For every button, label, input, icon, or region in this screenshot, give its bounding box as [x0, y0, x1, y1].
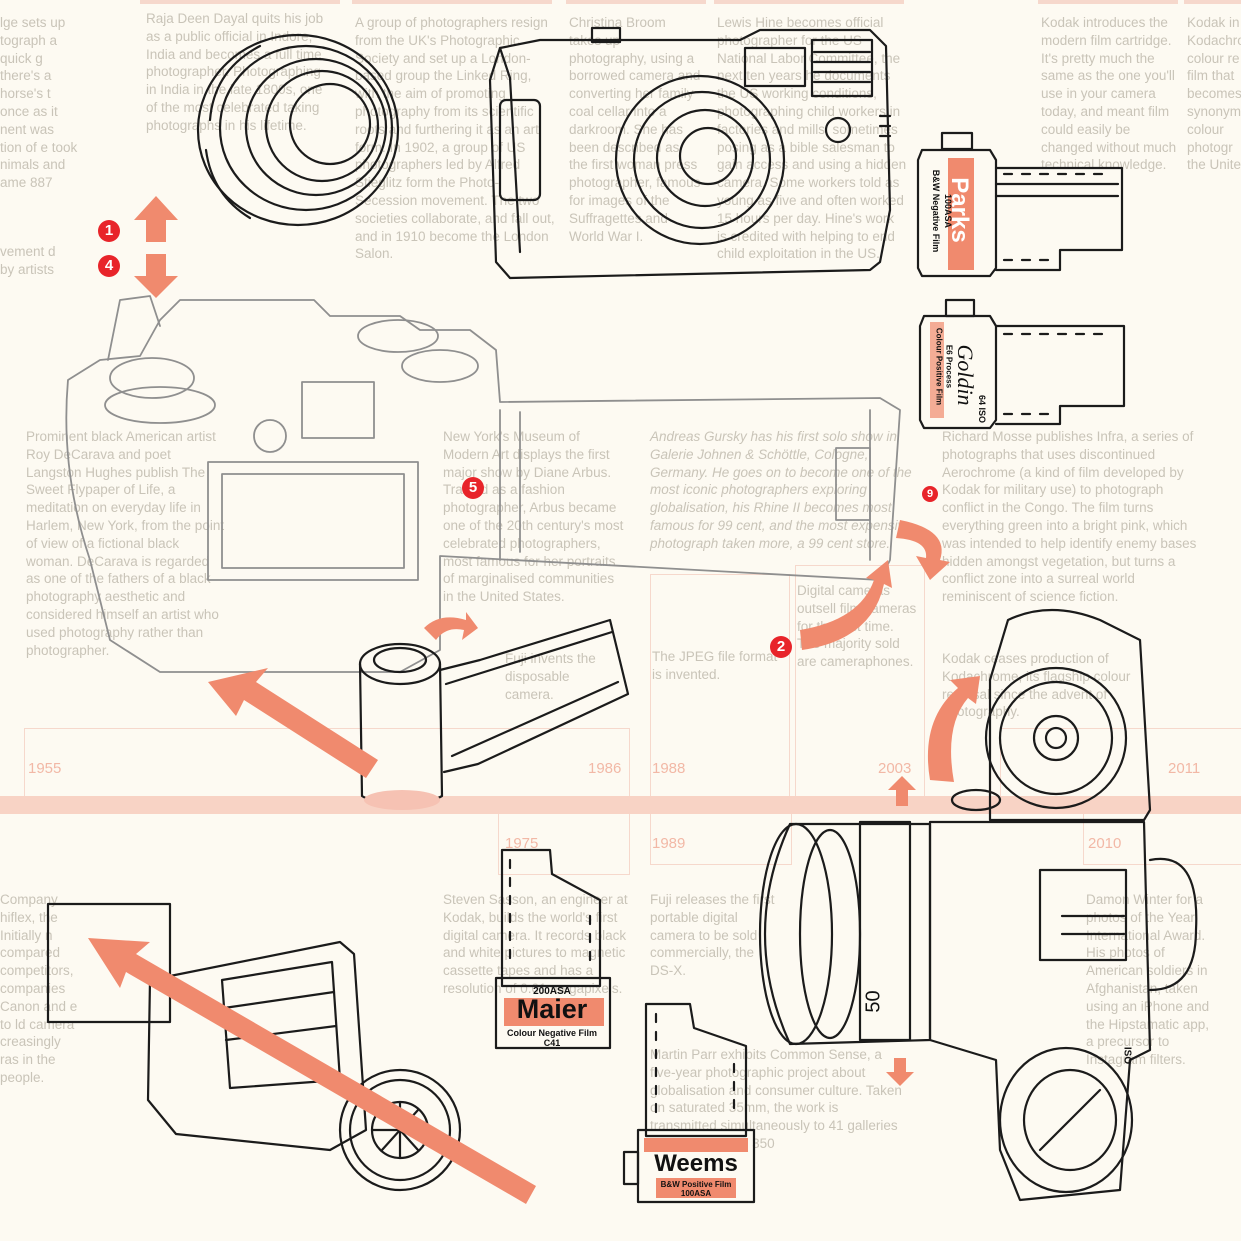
iso-dial-label: ISO: [1121, 1046, 1133, 1065]
goldin-film-canister: [918, 298, 1126, 430]
top-rule: [140, 0, 340, 4]
top-rule: [1184, 0, 1241, 4]
timeline-box: [1000, 728, 1241, 797]
year-label: 1955: [28, 760, 62, 777]
rotate-icon: [424, 612, 478, 640]
maier-process: C41: [543, 1038, 561, 1048]
parks-film-canister: [916, 131, 1124, 278]
weems-film-speed: 100ASA: [680, 1189, 712, 1198]
timeline-box: [795, 565, 925, 797]
timeline-entry: vement d by artists: [0, 244, 56, 277]
arrow-up-icon: [888, 776, 916, 806]
year-label: 1988: [652, 760, 686, 777]
arrow-diagonal-icon: [88, 938, 536, 1204]
goldin-film-type: Colour Positive Film: [934, 327, 944, 406]
timeline-box: [498, 814, 630, 875]
film-roll-drawing: [358, 618, 630, 810]
top-rule: [1038, 0, 1178, 4]
motion-arrows: [88, 196, 980, 1204]
top-rule: [714, 0, 904, 4]
maier-film-canister: [494, 848, 612, 1050]
year-label: 2010: [1088, 835, 1122, 852]
top-rule: [352, 0, 552, 4]
arrow-curve-icon: [896, 520, 950, 580]
rangefinder-camera-drawing: [758, 608, 1198, 1202]
timeline-entry: Damon Winter for a photos of the Year In…: [1086, 892, 1210, 1068]
parks-film-type: B&W Negative Film: [931, 169, 941, 253]
timeline-entry: Digital cameras outsell film cameras for…: [797, 583, 917, 670]
year-label: 1989: [652, 835, 686, 852]
step-marker-9: 9: [922, 486, 938, 502]
goldin-iso: 64 ISO: [977, 394, 987, 423]
step-marker-5: 5: [462, 477, 484, 499]
maier-brand-label: Maier: [516, 994, 588, 1024]
arrow-up-icon: [134, 196, 178, 242]
parks-film-speed: 100ASA: [943, 193, 953, 229]
timeline-entry: New York's Museum of Modern Art displays…: [443, 429, 624, 605]
step-marker-4: 4: [98, 255, 120, 277]
timeline-entry: Fuji invents the disposable camera.: [505, 651, 596, 702]
compact-camera-drawing: [488, 26, 892, 280]
arrow-diagonal-icon: [208, 668, 378, 778]
weems-film-type: B&W Positive Film: [660, 1180, 732, 1189]
timeline-entry: Prominent black American artist Roy DeCa…: [26, 429, 225, 658]
timeline-entry: Andreas Gursky has his first solo show i…: [650, 429, 912, 551]
timeline-entry: lge sets up tograph a quick g there's a …: [0, 15, 78, 191]
timeline-entry: Richard Mosse publishes Infra, a series …: [942, 429, 1197, 605]
year-label: 2003: [878, 760, 912, 777]
weems-film-canister: [622, 1002, 756, 1204]
top-rule: [566, 0, 706, 4]
timeline-entry: Kodak in Kodachrome colour re film that …: [1187, 15, 1241, 173]
year-label: 1986: [588, 760, 622, 777]
goldin-process: E6 Process: [944, 344, 954, 389]
timeline-box: [1083, 814, 1241, 865]
timeline-box: [650, 574, 790, 797]
maier-speed: 200ASA: [533, 986, 571, 997]
arrow-down-icon: [134, 254, 178, 298]
timeline-entry: Lewis Hine becomes official photographer…: [717, 15, 907, 262]
maier-film-type: Colour Negative Film: [506, 1028, 597, 1038]
slr-camera-drawing: [65, 295, 901, 673]
timeline-bar: [0, 796, 1241, 814]
timeline-entry: The JPEG file format is invented.: [652, 649, 778, 682]
step-marker-1: 1: [98, 220, 120, 242]
step-marker-2: 2: [770, 636, 792, 658]
lens-focal-length: 50: [862, 990, 885, 1013]
timeline-box: [650, 814, 792, 865]
arrow-curve-icon: [800, 560, 892, 650]
arrow-curve-icon: [927, 676, 980, 782]
arrow-down-icon: [886, 1058, 914, 1086]
timeline-entry: Fuji releases the first portable digital…: [650, 892, 775, 979]
goldin-brand-label: Goldin: [953, 344, 978, 406]
year-label: 2011: [1168, 760, 1201, 777]
timeline-entry: Steven Sasson, an engineer at Kodak, bui…: [443, 892, 628, 996]
weems-brand-label: Weems: [654, 1150, 738, 1177]
year-label: 1975: [505, 835, 539, 852]
lens-drawing: [196, 33, 400, 227]
